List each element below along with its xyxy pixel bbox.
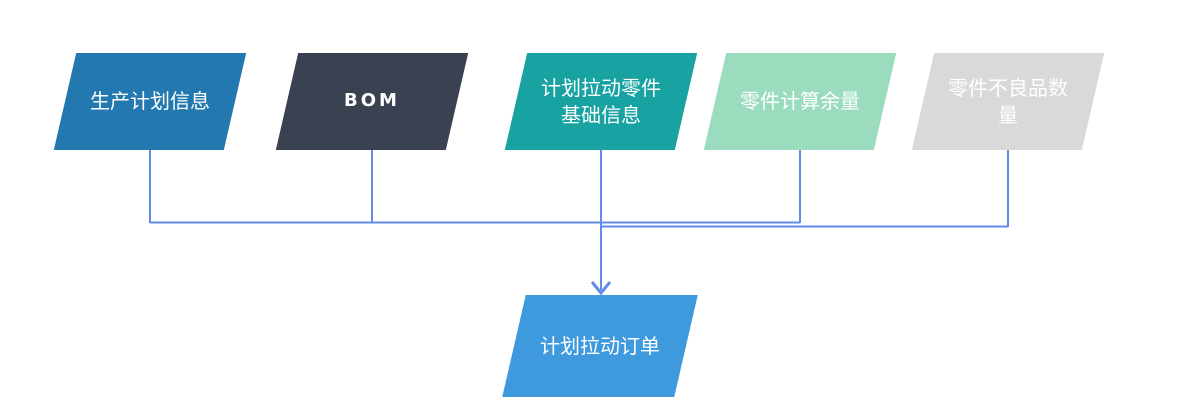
node-bom: BOM: [275, 53, 469, 150]
node-label: 零件计算余量: [740, 89, 860, 113]
node-label: 零件不良品数量: [948, 75, 1068, 127]
node-parts-calc-surplus: 零件计算余量: [703, 53, 897, 150]
node-label: 计划拉动零件基础信息: [541, 75, 661, 127]
node-label: 生产计划信息: [90, 89, 210, 113]
node-label: 计划拉动订单: [540, 333, 660, 358]
node-parts-defective-qty: 零件不良品数量: [911, 53, 1105, 150]
node-label: BOM: [344, 90, 400, 112]
node-plan-pull-order: 计划拉动订单: [502, 295, 698, 397]
arrowhead-down-icon: [590, 281, 612, 296]
node-plan-pull-parts-basic-info: 计划拉动零件基础信息: [504, 53, 698, 150]
node-production-plan-info: 生产计划信息: [53, 53, 247, 150]
